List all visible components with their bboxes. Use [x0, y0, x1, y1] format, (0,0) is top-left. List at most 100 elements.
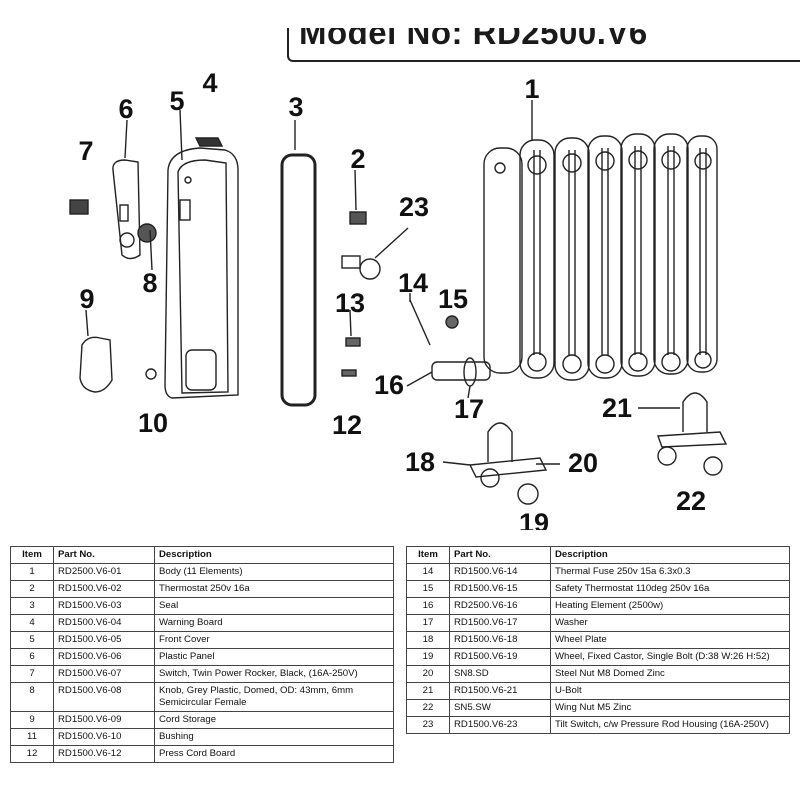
cell-description: Wheel, Fixed Castor, Single Bolt (D:38 W… [550, 648, 790, 666]
cell-part-no: RD2500.V6-16 [449, 597, 551, 615]
cell-item: 20 [406, 665, 450, 683]
wheel-assembly-left [468, 422, 548, 505]
callout-14: 14 [398, 268, 428, 298]
cell-description: Bushing [154, 728, 394, 746]
cell-description: Wheel Plate [550, 631, 790, 649]
cell-description: Thermostat 250v 16a [154, 580, 394, 598]
cell-part-no: RD1500.V6-17 [449, 614, 551, 632]
cord-clamp [345, 337, 361, 347]
cell-description: Washer [550, 614, 790, 632]
cell-item: 5 [10, 631, 54, 649]
header-description: Description [154, 546, 394, 564]
cell-item: 7 [10, 665, 54, 683]
cell-part-no: RD1500.V6-05 [53, 631, 155, 649]
callout-19: 19 [519, 508, 549, 530]
warning-board [194, 137, 224, 147]
cell-part-no: RD1500.V6-03 [53, 597, 155, 615]
cell-item: 14 [406, 563, 450, 581]
cell-description: Body (11 Elements) [154, 563, 394, 581]
callout-16: 16 [374, 370, 404, 400]
cord-storage [79, 336, 113, 393]
header-item: Item [406, 546, 450, 564]
cell-part-no: RD1500.V6-07 [53, 665, 155, 683]
header-part-no: Part No. [449, 546, 551, 564]
cell-part-no: RD2500.V6-01 [53, 563, 155, 581]
cell-part-no: RD1500.V6-08 [53, 682, 155, 712]
cell-part-no: RD1500.V6-06 [53, 648, 155, 666]
callout-13: 13 [335, 288, 365, 318]
cell-description: Steel Nut M8 Domed Zinc [550, 665, 790, 683]
safety-thermostat [445, 315, 459, 329]
callout-2: 2 [350, 144, 365, 174]
cell-item: 19 [406, 648, 450, 666]
cell-description: Heating Element (2500w) [550, 597, 790, 615]
cell-description: U-Bolt [550, 682, 790, 700]
model-title: Model No: RD2500.V6 [299, 28, 648, 51]
cell-item: 1 [10, 563, 54, 581]
tilt-switch [341, 227, 409, 280]
callout-23: 23 [399, 192, 429, 222]
callout-22: 22 [676, 486, 706, 516]
cell-description: Plastic Panel [154, 648, 394, 666]
cell-item: 3 [10, 597, 54, 615]
cell-item: 11 [10, 728, 54, 746]
header-description: Description [550, 546, 790, 564]
header-item: Item [10, 546, 54, 564]
cell-item: 23 [406, 716, 450, 734]
plastic-panel [112, 159, 141, 260]
callout-18: 18 [405, 447, 435, 477]
callout-21: 21 [602, 393, 632, 423]
cell-part-no: RD1500.V6-09 [53, 711, 155, 729]
cell-item: 18 [406, 631, 450, 649]
callout-9: 9 [79, 284, 94, 314]
front-cover [164, 147, 239, 399]
radiator-body [483, 133, 718, 381]
cell-description: Switch, Twin Power Rocker, Black, (16A-2… [154, 665, 394, 683]
cell-item: 2 [10, 580, 54, 598]
cell-description: Wing Nut M5 Zinc [550, 699, 790, 717]
model-header: Model No: RD2500.V6 [287, 28, 800, 62]
cell-description: Safety Thermostat 110deg 250v 16a [550, 580, 790, 598]
cell-item: 22 [406, 699, 450, 717]
cell-part-no: RD1500.V6-21 [449, 682, 551, 700]
cell-part-no: RD1500.V6-19 [449, 648, 551, 666]
callout-17: 17 [454, 394, 484, 424]
cell-description: Front Cover [154, 631, 394, 649]
cell-item: 4 [10, 614, 54, 632]
cell-part-no: RD1500.V6-23 [449, 716, 551, 734]
cell-part-no: RD1500.V6-14 [449, 563, 551, 581]
callout-20: 20 [568, 448, 598, 478]
cell-part-no: SN8.SD [449, 665, 551, 683]
callout-15: 15 [438, 284, 468, 314]
cell-item: 16 [406, 597, 450, 615]
knob [137, 223, 157, 243]
table-header-row: Item Part No. Description [10, 546, 394, 564]
rocker-switch [69, 199, 89, 215]
cell-part-no: RD1500.V6-10 [53, 728, 155, 746]
cell-part-no: RD1500.V6-02 [53, 580, 155, 598]
cell-description: Knob, Grey Plastic, Domed, OD: 43mm, 6mm… [154, 682, 394, 712]
cell-description: Cord Storage [154, 711, 394, 729]
cell-description: Thermal Fuse 250v 15a 6.3x0.3 [550, 563, 790, 581]
cell-part-no: RD1500.V6-04 [53, 614, 155, 632]
callout-6: 6 [118, 94, 133, 124]
callout-3: 3 [288, 92, 303, 122]
callout-8: 8 [142, 268, 157, 298]
